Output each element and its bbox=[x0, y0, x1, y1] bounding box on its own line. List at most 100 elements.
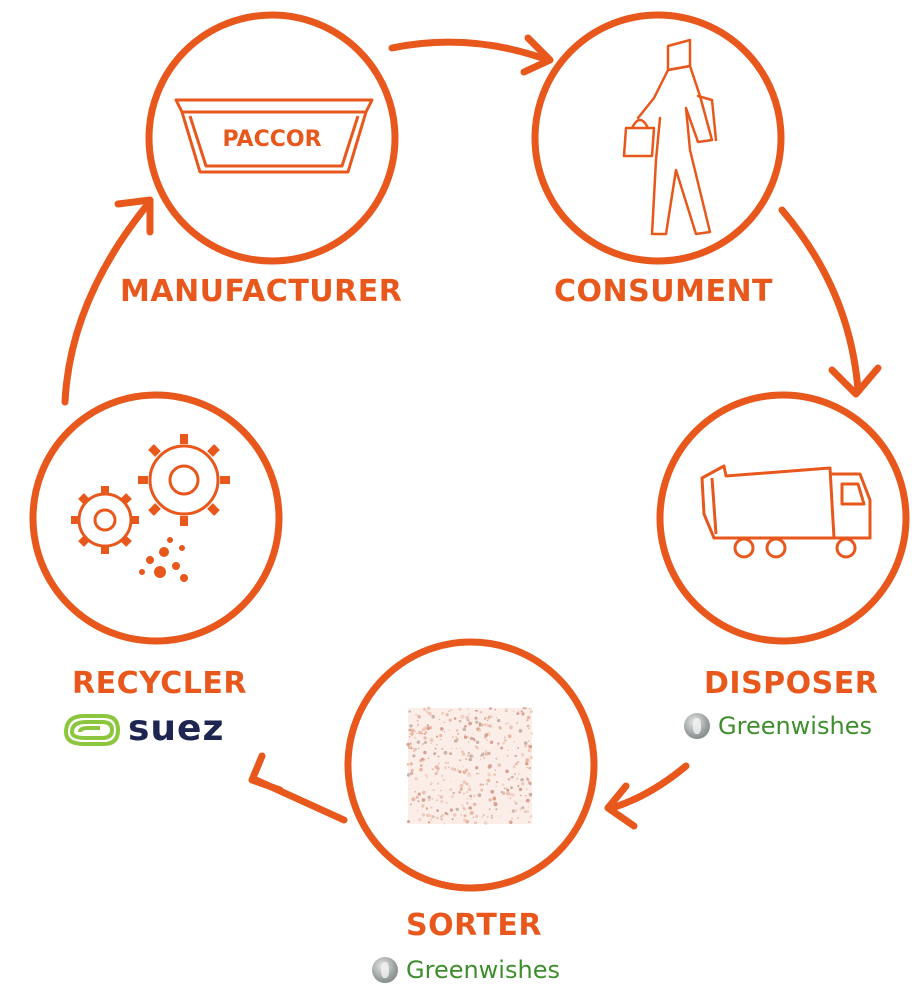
flake-speck bbox=[416, 809, 419, 811]
flake-speck bbox=[458, 721, 461, 724]
flake-speck bbox=[472, 756, 475, 758]
flake-speck bbox=[497, 742, 500, 745]
flake-speck bbox=[506, 788, 510, 792]
flake-speck bbox=[458, 791, 461, 794]
flake-speck bbox=[475, 720, 479, 724]
flake-speck bbox=[449, 808, 453, 812]
flake-speck bbox=[424, 774, 428, 777]
flake-speck bbox=[505, 769, 509, 774]
arrow-disposer-to-sorter bbox=[608, 762, 690, 812]
flake-speck bbox=[507, 734, 512, 739]
flake-speck bbox=[510, 786, 513, 790]
flake-speck bbox=[465, 819, 470, 824]
flake-speck bbox=[409, 803, 412, 806]
flake-speck bbox=[431, 768, 434, 771]
flake-speck bbox=[451, 767, 455, 771]
sorter-label: SORTER bbox=[406, 908, 542, 943]
flake-speck bbox=[467, 741, 470, 743]
flake-speck bbox=[528, 821, 531, 824]
flake-speck bbox=[497, 763, 502, 767]
flake-speck bbox=[498, 726, 502, 730]
flake-speck bbox=[464, 733, 466, 736]
flake-speck bbox=[421, 732, 424, 735]
disposer-partner-logo: Greenwishes bbox=[684, 712, 872, 740]
flake-speck bbox=[443, 721, 446, 724]
garbage-truck-icon bbox=[700, 464, 872, 559]
flake-speck bbox=[416, 732, 418, 735]
flake-speck bbox=[483, 751, 485, 754]
flake-speck bbox=[409, 762, 413, 766]
flake-speck bbox=[441, 711, 445, 716]
arrow-consument-to-disposer-head bbox=[828, 364, 882, 398]
particles-icon bbox=[139, 537, 188, 582]
flake-speck bbox=[502, 791, 505, 794]
flake-speck bbox=[469, 754, 473, 758]
flake-speck bbox=[511, 817, 514, 820]
flake-speck bbox=[473, 804, 476, 807]
flake-speck bbox=[494, 769, 497, 771]
flake-speck bbox=[453, 813, 457, 817]
flake-speck bbox=[463, 735, 468, 739]
flake-speck bbox=[439, 733, 443, 738]
flake-speck bbox=[497, 744, 499, 746]
flake-speck bbox=[517, 760, 520, 764]
recycler-label: RECYCLER bbox=[72, 666, 247, 701]
flake-speck bbox=[506, 787, 508, 789]
flake-speck bbox=[418, 817, 422, 822]
flake-speck bbox=[437, 782, 440, 785]
flake-speck bbox=[459, 747, 462, 750]
flake-speck bbox=[440, 799, 444, 804]
flake-speck bbox=[462, 792, 466, 795]
flake-speck bbox=[526, 724, 530, 728]
flake-speck bbox=[491, 814, 493, 817]
flake-speck bbox=[519, 807, 523, 811]
flake-speck bbox=[515, 802, 518, 805]
sorter-partner-name: Greenwishes bbox=[406, 956, 560, 984]
flake-speck bbox=[483, 756, 486, 760]
flake-speck bbox=[439, 738, 442, 741]
flake-speck bbox=[526, 767, 528, 769]
flake-speck bbox=[423, 790, 426, 794]
flake-speck bbox=[439, 816, 442, 818]
flake-speck bbox=[518, 729, 523, 733]
sorter-partner-logo: Greenwishes bbox=[372, 956, 560, 984]
flake-speck bbox=[421, 745, 423, 747]
flake-speck bbox=[406, 773, 411, 777]
flake-speck bbox=[417, 800, 420, 803]
flake-speck bbox=[528, 727, 530, 730]
flake-speck bbox=[493, 801, 496, 804]
flake-speck bbox=[468, 785, 471, 787]
flake-speck bbox=[469, 811, 474, 815]
flake-speck bbox=[434, 747, 437, 750]
flake-speck bbox=[519, 794, 522, 797]
flake-speck bbox=[424, 726, 427, 728]
flake-speck bbox=[462, 780, 467, 784]
flake-speck bbox=[516, 816, 520, 820]
flake-speck bbox=[440, 814, 444, 818]
flake-speck bbox=[468, 713, 471, 715]
flake-speck bbox=[432, 789, 435, 792]
flake-speck bbox=[451, 818, 454, 821]
flake-speck bbox=[472, 733, 474, 735]
flake-speck bbox=[436, 799, 438, 801]
disposer-partner-name: Greenwishes bbox=[718, 712, 872, 740]
flake-speck bbox=[417, 792, 421, 796]
flake-speck bbox=[431, 714, 436, 719]
flake-speck bbox=[423, 750, 427, 755]
flake-speck bbox=[467, 751, 470, 755]
flake-speck bbox=[519, 800, 522, 802]
flake-speck bbox=[496, 717, 498, 719]
flake-speck bbox=[462, 727, 467, 731]
flake-speck bbox=[475, 740, 480, 744]
paccor-logo-text: PACCOR bbox=[222, 127, 321, 152]
flake-speck bbox=[494, 708, 497, 711]
flake-speck bbox=[465, 768, 468, 772]
flake-speck bbox=[448, 766, 450, 768]
flake-speck bbox=[410, 771, 414, 776]
flake-speck bbox=[515, 754, 518, 757]
flake-speck bbox=[482, 814, 485, 816]
flake-speck bbox=[527, 806, 529, 808]
flake-speck bbox=[524, 707, 527, 710]
flake-speck bbox=[427, 757, 430, 760]
flake-speck bbox=[416, 740, 420, 744]
